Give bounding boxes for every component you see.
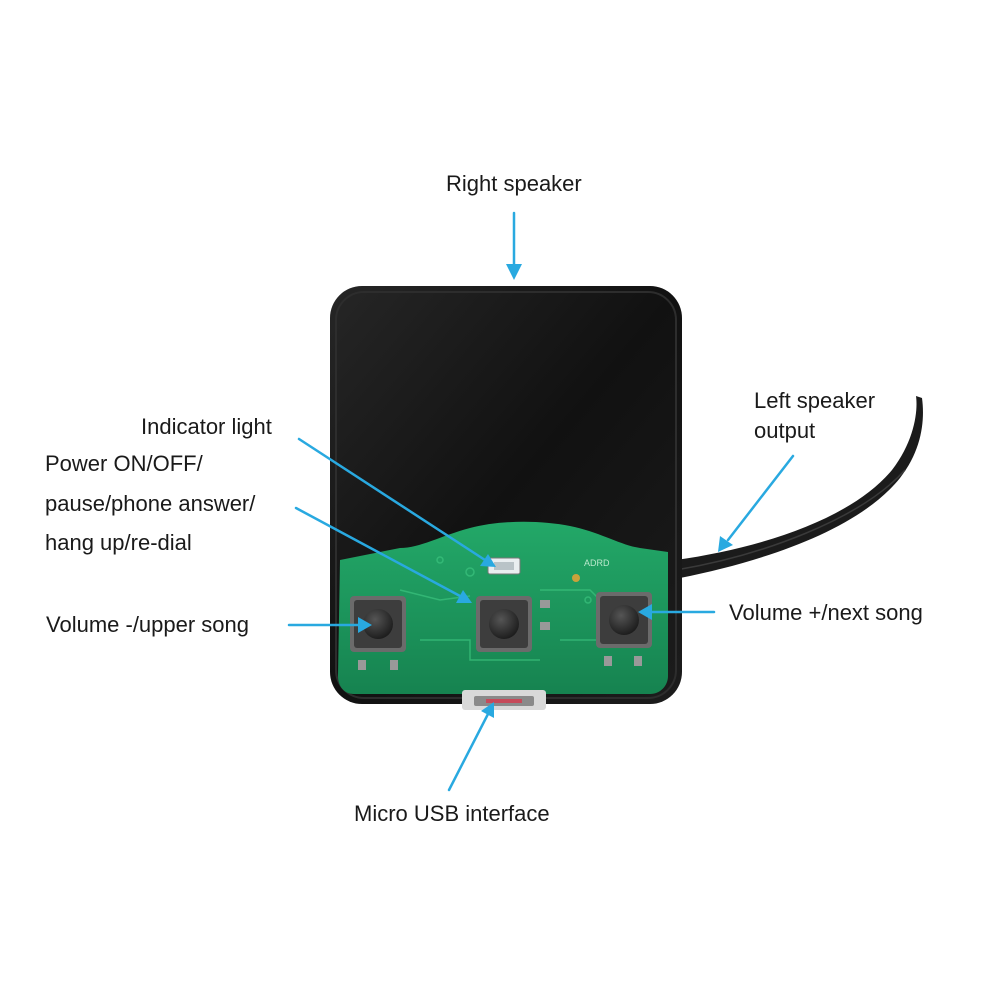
left-speaker-cable bbox=[676, 396, 923, 578]
volume-plus-button[interactable] bbox=[596, 592, 652, 666]
indicator-light-label: Indicator light bbox=[141, 414, 272, 439]
right-speaker-label: Right speaker bbox=[446, 171, 582, 196]
volume-plus-label: Volume +/next song bbox=[729, 600, 923, 625]
arrow-icon bbox=[447, 712, 490, 792]
left-speaker-label-line2: output bbox=[754, 418, 816, 443]
micro-usb-port bbox=[462, 690, 546, 710]
left-speaker-label-line1: Left speaker bbox=[754, 388, 876, 413]
arrow-icon bbox=[297, 437, 487, 562]
arrow-icon bbox=[726, 454, 795, 542]
power-label-line1: Power ON/OFF/ bbox=[45, 451, 203, 476]
power-button[interactable] bbox=[476, 596, 550, 652]
micro-usb-label: Micro USB interface bbox=[354, 801, 550, 826]
volume-minus-label: Volume -/upper song bbox=[46, 612, 250, 637]
power-label-line2: pause/phone answer/ bbox=[45, 491, 256, 516]
power-label-line3: hang up/re-dial bbox=[45, 530, 192, 555]
volume-minus-button[interactable] bbox=[350, 596, 406, 670]
arrow-icon bbox=[294, 506, 462, 598]
pcb-marking: ADRD bbox=[584, 558, 610, 568]
